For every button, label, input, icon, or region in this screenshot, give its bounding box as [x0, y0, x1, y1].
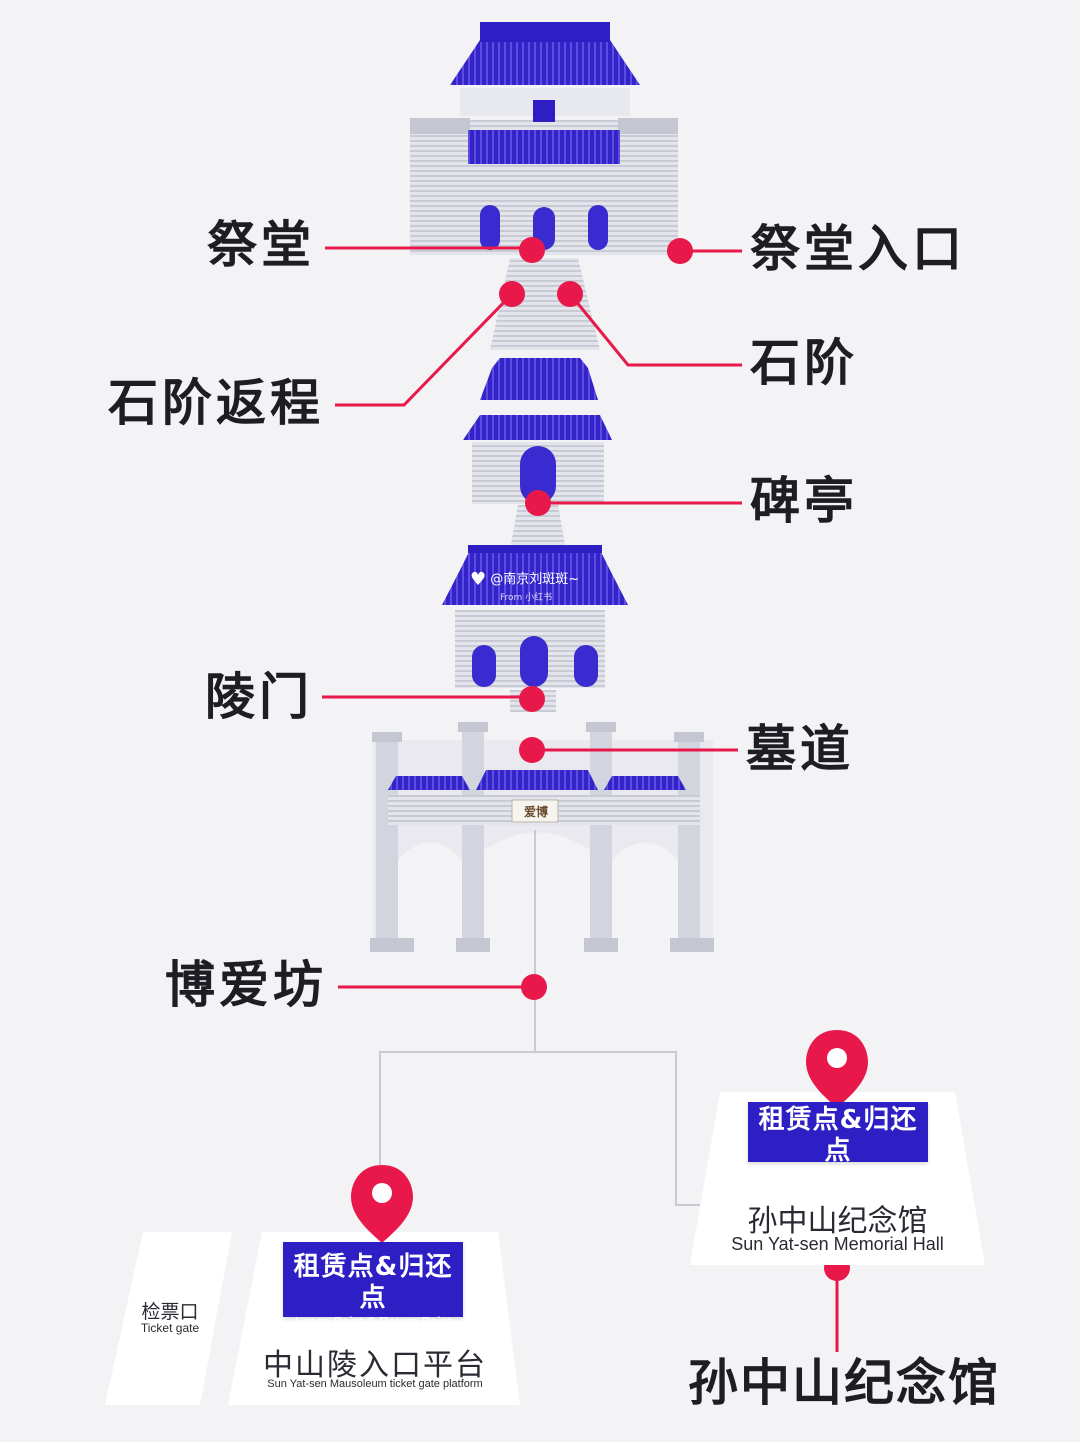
- dot-tomb-path: [519, 737, 545, 763]
- ticket-gate-en: Ticket gate: [140, 1321, 200, 1335]
- label-stele-pavilion: 碑亭: [750, 472, 858, 530]
- memorial-hall-title-en: Sun Yat-sen Memorial Hall: [731, 1234, 944, 1254]
- label-sun-yat-sen-memorial-hall: 孙中山纪念馆: [688, 1354, 1000, 1412]
- label-tomb-path: 墓道: [746, 720, 854, 778]
- watermark: ♥ @南京刘斑斑~ From 小红书: [470, 568, 579, 603]
- label-mausoleum-gate: 陵门: [205, 668, 313, 726]
- watermark-handle: @南京刘斑斑~: [490, 572, 580, 587]
- stone-steps-graphic: [490, 258, 600, 350]
- route-connectors: [379, 830, 700, 1206]
- heart-icon: ♥: [470, 569, 487, 590]
- ticket-gate-zh: 检票口: [141, 1301, 199, 1323]
- mausoleum-platform-title-en: Sun Yat-sen Mausoleum ticket gate platfo…: [267, 1378, 483, 1390]
- dot-boaifang: [521, 974, 547, 1000]
- jitang-building: [410, 22, 678, 255]
- label-boaifang: 博爱坊: [165, 956, 327, 1014]
- arch-plaque-text: 爱博: [523, 805, 548, 819]
- badge-en: Lease Point & Return Point: [294, 1314, 452, 1330]
- badge-zh: 租赁点&归还点: [758, 1105, 918, 1167]
- lease-return-badge-memorial-hall: 租赁点&归还点 Lease Point & Return Point: [748, 1102, 928, 1182]
- lease-return-badge-mausoleum: 租赁点&归还点 Lease Point & Return Point: [283, 1242, 463, 1329]
- memorial-hall-title-zh: 孙中山纪念馆: [747, 1204, 928, 1239]
- watermark-source: From 小红书: [500, 593, 553, 603]
- location-pin-icon: [351, 1165, 413, 1243]
- stele-pavilion-building: [463, 358, 612, 550]
- callout-lines: [322, 246, 839, 1352]
- dot-stone-steps-return: [499, 281, 525, 307]
- label-stone-steps-return: 石阶返程: [108, 374, 324, 432]
- label-jitang-entrance: 祭堂入口: [750, 220, 966, 278]
- dot-jitang: [519, 237, 545, 263]
- badge-zh: 租赁点&归还点: [293, 1252, 453, 1314]
- mausoleum-platform-title-zh: 中山陵入口平台: [263, 1348, 487, 1383]
- dot-jitang-entrance: [667, 238, 693, 264]
- dot-mausoleum-gate: [519, 686, 545, 712]
- label-jitang: 祭堂: [207, 216, 315, 274]
- ticket-gate-panel-shape: [105, 1232, 232, 1405]
- label-stone-steps: 石阶: [750, 334, 858, 392]
- location-pin-icon: [806, 1030, 868, 1108]
- dot-stone-steps: [557, 281, 583, 307]
- dot-stele-pavilion: [525, 490, 551, 516]
- boaifang-arch: [370, 722, 714, 952]
- badge-en: Lease Point & Return Point: [759, 1167, 917, 1183]
